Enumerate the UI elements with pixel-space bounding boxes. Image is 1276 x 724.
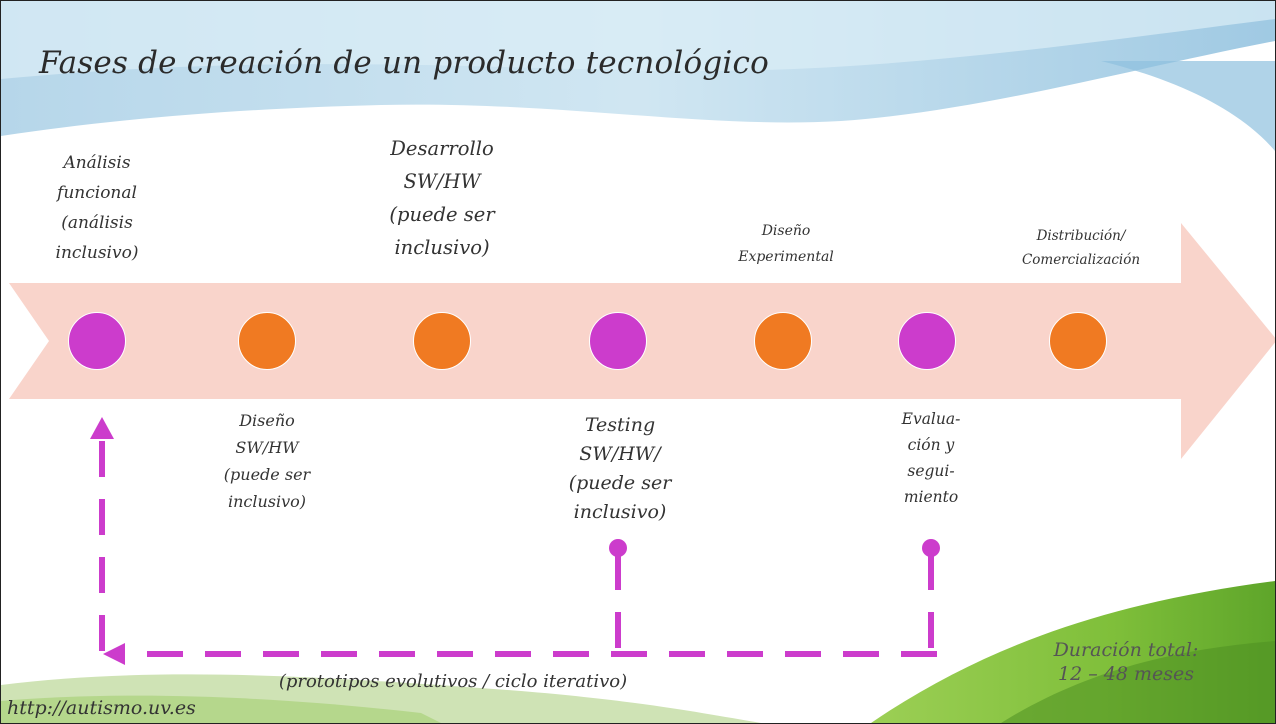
phase-label-diseno-experimental: Diseño Experimental: [738, 223, 834, 265]
loop-testing-start-dot: [609, 539, 627, 557]
footer-url[interactable]: http://autismo.uv.es: [7, 697, 196, 719]
iteration-loop: [99, 437, 937, 657]
loop-eval-start-dot: [922, 539, 940, 557]
phase-label-testing: Testing SW/HW/ (puede ser inclusivo): [568, 414, 672, 523]
loop-arrowhead-left: [103, 643, 125, 665]
duration-line-1: Duración total:: [1053, 639, 1199, 661]
phase-dot-desarrollo: [413, 312, 471, 370]
phase-dot-testing: [589, 312, 647, 370]
phase-label-desarrollo: Desarrollo SW/HW (puede ser inclusivo): [389, 137, 495, 259]
phase-dot-diseno-experimental: [754, 312, 812, 370]
total-duration: Duración total: 12 – 48 meses: [1011, 639, 1241, 687]
phase-label-evaluacion: Evalua- ción y segui- miento: [901, 410, 961, 506]
loop-caption: (prototipos evolutivos / ciclo iterativo…: [278, 671, 628, 692]
phase-dot-evaluacion: [898, 312, 956, 370]
phase-dot-distribucion: [1049, 312, 1107, 370]
phase-label-diseno-swhw: Diseño SW/HW (puede ser inclusivo): [223, 411, 311, 511]
phase-label-analisis: Análisis funcional (análisis inclusivo): [55, 153, 139, 263]
loop-arrowhead-up: [90, 417, 114, 439]
phase-dot-analisis: [68, 312, 126, 370]
duration-line-2: 12 – 48 meses: [1058, 662, 1194, 685]
phase-label-distribucion: Distribución/ Comercialización: [1021, 228, 1141, 268]
phase-dot-diseno-swhw: [238, 312, 296, 370]
slide-title: Fases de creación de un producto tecnoló…: [39, 45, 769, 81]
